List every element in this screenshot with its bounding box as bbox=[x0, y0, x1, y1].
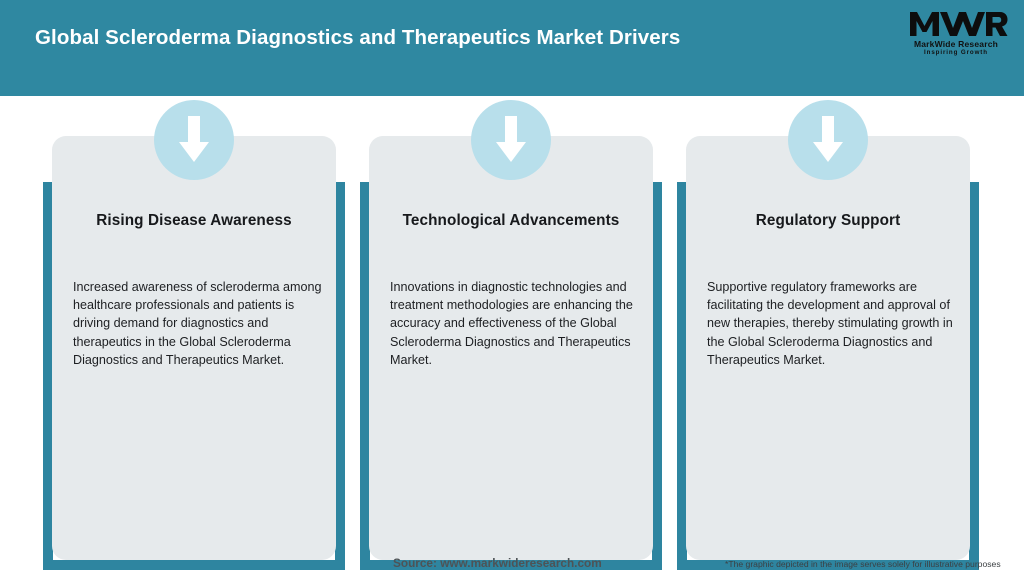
down-arrow-icon bbox=[154, 100, 234, 180]
down-arrow-glyph bbox=[179, 116, 209, 162]
card-panel bbox=[52, 136, 336, 560]
card-title: Rising Disease Awareness bbox=[96, 212, 292, 229]
brand-logo: MarkWide Research Inspiring Growth bbox=[904, 8, 1008, 64]
card-accent-bracket bbox=[360, 182, 662, 570]
driver-card-2[interactable]: Technological Advancements Innovations i… bbox=[360, 100, 662, 576]
logo-company-name: MarkWide Research bbox=[913, 39, 999, 49]
page-header: Global Scleroderma Diagnostics and Thera… bbox=[0, 0, 1024, 96]
card-panel bbox=[369, 136, 653, 560]
page-title: Global Scleroderma Diagnostics and Thera… bbox=[35, 26, 681, 49]
down-arrow-icon bbox=[788, 100, 868, 180]
card-title: Technological Advancements bbox=[402, 212, 620, 229]
card-body-text: Supportive regulatory frameworks are fac… bbox=[707, 280, 953, 367]
drivers-card-container: Rising Disease Awareness Increased aware… bbox=[0, 96, 1024, 576]
down-arrow-glyph bbox=[813, 116, 843, 162]
card-panel bbox=[686, 136, 970, 560]
down-arrow-icon bbox=[471, 100, 551, 180]
card-accent-bracket bbox=[677, 182, 979, 570]
logo-tagline: Inspiring Growth bbox=[924, 49, 988, 56]
down-arrow-glyph bbox=[496, 116, 526, 162]
driver-card-1[interactable]: Rising Disease Awareness Increased aware… bbox=[43, 100, 345, 576]
driver-card-3[interactable]: Regulatory Support Supportive regulatory… bbox=[677, 100, 979, 576]
footer-disclaimer: *The graphic depicted in the image serve… bbox=[725, 559, 1001, 569]
card-title: Regulatory Support bbox=[755, 212, 901, 229]
footer-source-label: Source: www.markwideresearch.com bbox=[393, 556, 602, 570]
card-body-text: Increased awareness of scleroderma among… bbox=[73, 280, 322, 367]
card-body-text: Innovations in diagnostic technologies a… bbox=[390, 280, 633, 367]
mwr-logo-icon bbox=[910, 12, 1008, 36]
card-accent-bracket bbox=[43, 182, 345, 570]
